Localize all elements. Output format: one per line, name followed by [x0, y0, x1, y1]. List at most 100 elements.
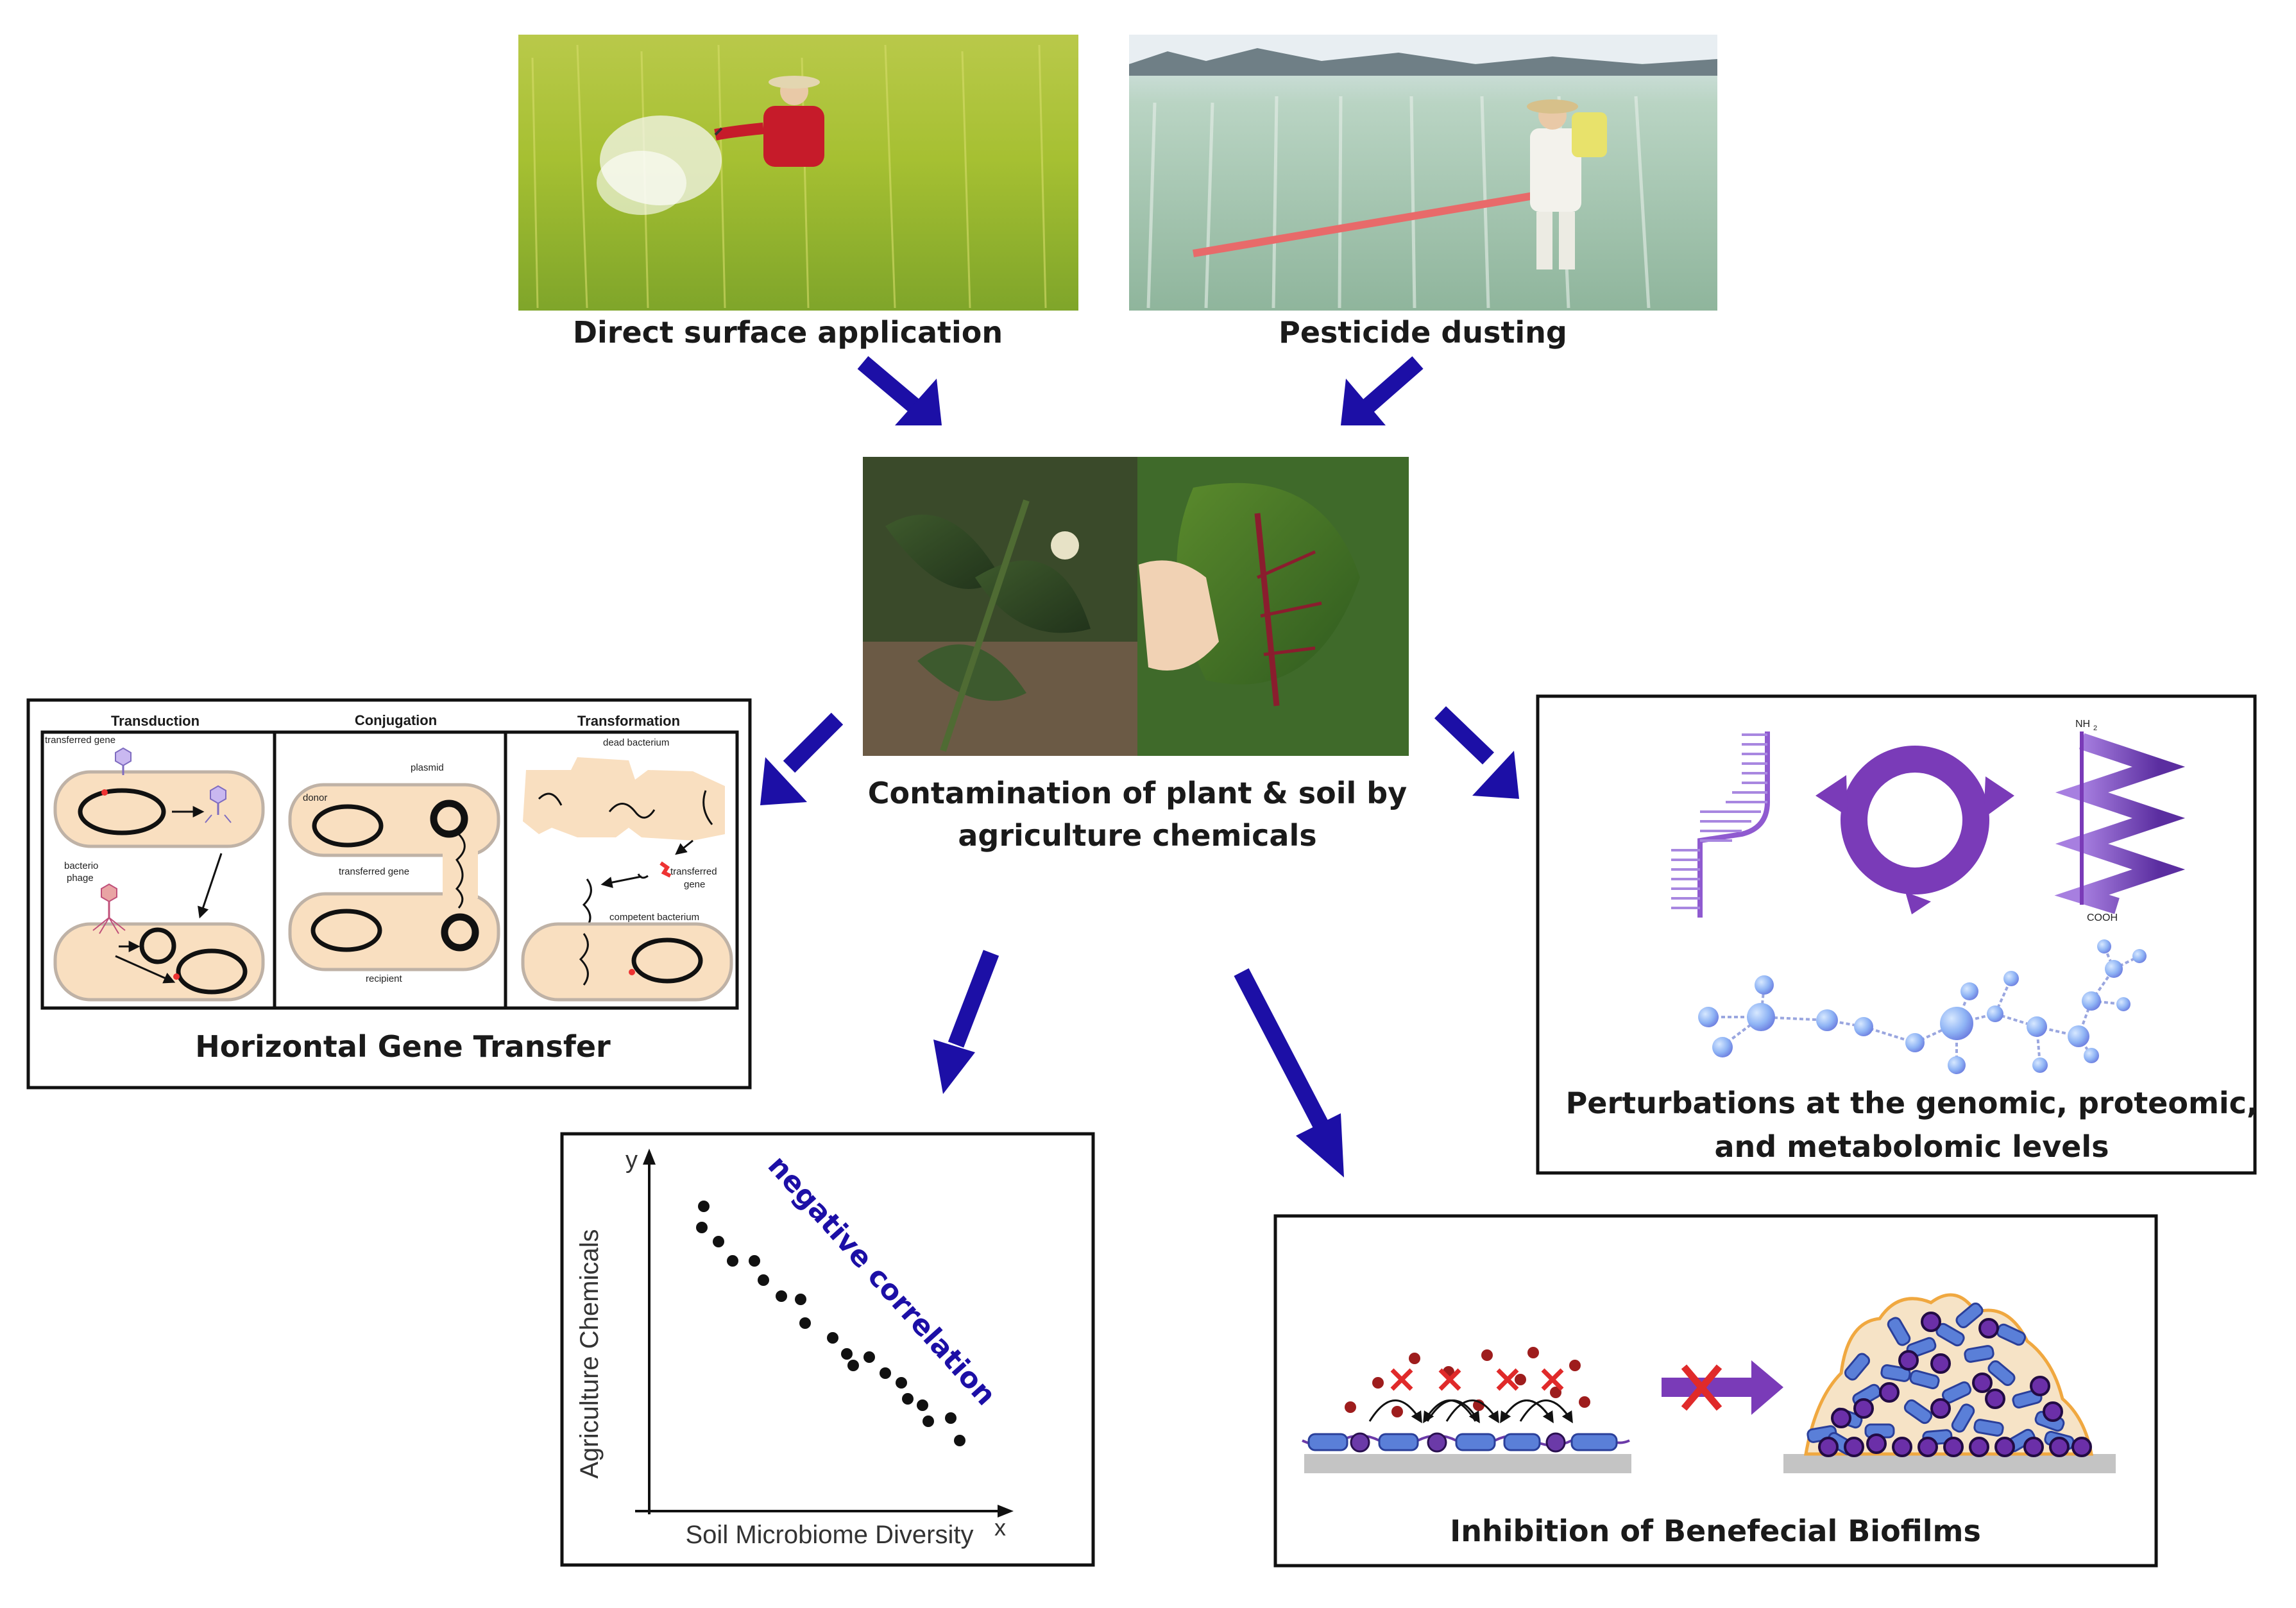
- mature-biofilm-icon: [1804, 1293, 2093, 1457]
- arrow-head: [895, 379, 942, 425]
- scatter-point: [799, 1317, 811, 1329]
- biofilm-coccus-cell: [2023, 1437, 2044, 1457]
- biofilm-rod-cell: [1973, 1419, 2004, 1437]
- scatter-points: [696, 1201, 965, 1446]
- biofilm-rod-cell: [1964, 1345, 1994, 1363]
- biofilm-rod-cell: [1987, 1360, 2016, 1387]
- scatter-point: [896, 1377, 907, 1389]
- phage-icon: [92, 747, 232, 934]
- scatter-point: [776, 1290, 787, 1302]
- biofilm-rod-cell: [1941, 1381, 1972, 1404]
- hgt-competent-bacterium-label: competent bacterium: [609, 912, 699, 923]
- scatter-point: [945, 1412, 957, 1424]
- biofilm-panel: [1273, 1214, 2158, 1568]
- y-axis-letter: y: [625, 1147, 638, 1174]
- arrow-head: [1296, 1113, 1344, 1177]
- biofilm-coccus-cell: [1985, 1389, 2005, 1409]
- biofilm-coccus-cell: [1978, 1318, 1999, 1339]
- biofilm-coccus-cell: [1892, 1437, 1912, 1457]
- hgt-transduction-title: Transduction: [111, 713, 200, 729]
- biofilm-rod-cell: [1887, 1317, 1911, 1346]
- caption-direct-surface-application: Direct surface application: [573, 315, 1003, 350]
- quorum-signal-molecules-icon: [1345, 1347, 1590, 1417]
- omics-title-line1: Perturbations at the genomic, proteomic,: [1566, 1086, 2258, 1120]
- omics-panel: NH 2 COOH: [1536, 694, 2257, 1175]
- biofilm-coccus-cell: [1918, 1437, 1938, 1457]
- biofilm-coccus-cell: [1818, 1437, 1839, 1457]
- scatter-point: [923, 1416, 934, 1427]
- photo-direct-surface-application: [518, 35, 1078, 311]
- scatter-point: [847, 1360, 859, 1371]
- x-axis-letter: x: [994, 1514, 1006, 1541]
- biofilm-coccus-cell: [1994, 1437, 2015, 1457]
- arrow-to-omics: [1434, 706, 1495, 765]
- biofilm-coccus-cell: [1930, 1353, 1951, 1374]
- biofilm-coccus-cell: [1921, 1312, 1941, 1332]
- blocked-arrow-icon: [1662, 1360, 1783, 1415]
- dna-unzip-icon: [1671, 731, 1770, 918]
- caption-contamination-line1: Contamination of plant & soil by: [868, 776, 1407, 810]
- scatter-point: [863, 1351, 875, 1363]
- plasmid-cycle-icon: [1816, 746, 2014, 914]
- arrow-to-biofilm: [1234, 968, 1329, 1131]
- protein-helix-icon: [2054, 731, 2186, 914]
- hgt-donor-label: donor: [303, 792, 327, 803]
- hgt-bacteriophage-label-1: bacterio: [64, 860, 98, 871]
- inhibition-cross-icon: [1390, 1368, 1564, 1391]
- omics-title-line2: and metabolomic levels: [1714, 1129, 2109, 1164]
- correlation-panel: y x Agriculture Chemicals Soil Microbiom…: [560, 1132, 1095, 1567]
- biofilm-rod-cell: [1951, 1403, 1975, 1433]
- biofilm-rod-cell: [1880, 1364, 1911, 1382]
- biofilm-coccus-cell: [2043, 1401, 2063, 1422]
- x-axis-label: Soil Microbiome Diversity: [686, 1521, 974, 1549]
- hgt-plasmid-label: plasmid: [411, 762, 444, 773]
- arrow-to-hgt: [783, 712, 844, 773]
- biofilm-rod-cell: [1909, 1369, 1940, 1390]
- biofilm-rod-cell: [1844, 1353, 1871, 1381]
- scatter-point: [954, 1435, 965, 1446]
- scatter-point: [880, 1367, 891, 1379]
- scatter-point: [758, 1274, 769, 1286]
- y-axis-label: Agriculture Chemicals: [575, 1229, 604, 1478]
- scatter-point: [727, 1255, 738, 1267]
- hgt-transferred-gene-label: transferred gene: [45, 735, 115, 746]
- scatter-point: [749, 1255, 760, 1267]
- biofilm-coccus-cell: [1844, 1437, 1864, 1457]
- biofilm-coccus-cell: [1866, 1433, 1887, 1454]
- biofilm-coccus-cell: [1972, 1373, 1993, 1393]
- arrow-head: [1472, 751, 1519, 799]
- hgt-bacteriophage-label-2: phage: [67, 873, 94, 884]
- arrow-direct-to-contamination: [857, 356, 922, 414]
- scatter-point: [902, 1393, 914, 1405]
- hgt-conj-transferred-gene-label: transferred gene: [339, 866, 409, 877]
- arrow-head: [1341, 379, 1386, 425]
- arrow-to-correlation: [948, 950, 999, 1048]
- omics-nh2-subscript: 2: [2093, 724, 2097, 732]
- biofilm-coccus-cell: [2071, 1437, 2092, 1457]
- hgt-panel: Transduction Conjugation Transformation …: [26, 698, 752, 1090]
- biofilm-coccus-cell: [2030, 1376, 2050, 1396]
- caption-contamination-line2: agriculture chemicals: [958, 818, 1316, 853]
- hgt-recipient-label: recipient: [366, 973, 403, 984]
- metabolite-molecule-icon: [1698, 939, 2147, 1074]
- hgt-panel-title: Horizontal Gene Transfer: [195, 1029, 611, 1064]
- arrow-head: [933, 1039, 975, 1094]
- scatter-point: [827, 1332, 838, 1344]
- biofilm-coccus-cell: [2049, 1437, 2070, 1457]
- biofilm-panel-title: Inhibition of Benefecial Biofilms: [1450, 1514, 1981, 1548]
- hgt-transformation-title: Transformation: [577, 713, 680, 729]
- biofilm-rod-cell: [1903, 1399, 1933, 1424]
- caption-pesticide-dusting: Pesticide dusting: [1279, 315, 1567, 350]
- hgt-dead-bacterium-label: dead bacterium: [603, 737, 669, 748]
- hgt-transformation-gene-label-2: gene: [684, 879, 705, 890]
- arrow-dusting-to-contamination: [1361, 356, 1424, 414]
- scatter-point: [698, 1201, 710, 1212]
- arrow-head: [760, 757, 807, 805]
- hgt-transformation-gene-label-1: transferred: [670, 866, 717, 877]
- scatter-point: [917, 1399, 928, 1411]
- scatter-point: [713, 1236, 724, 1247]
- biofilm-coccus-cell: [1853, 1398, 1874, 1419]
- planktonic-cells-icon: [1302, 1432, 1630, 1453]
- biofilm-coccus-cell: [1943, 1437, 1964, 1457]
- biofilm-coccus-cell: [1930, 1398, 1951, 1419]
